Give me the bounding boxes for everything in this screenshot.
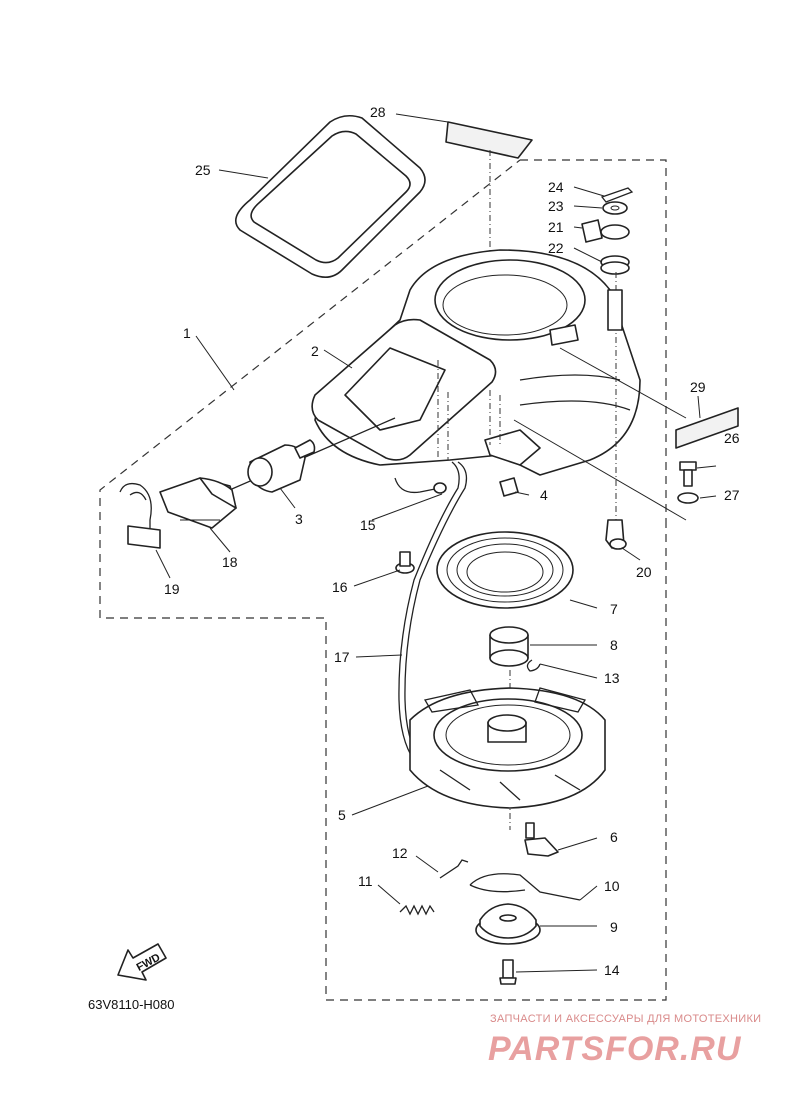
callout-14: 14 <box>604 962 620 978</box>
callout-26: 26 <box>724 430 740 446</box>
callout-7: 7 <box>610 601 618 617</box>
part-20-grommet <box>605 519 627 550</box>
part-12-spring <box>439 859 469 879</box>
callout-17: 17 <box>334 649 350 665</box>
callout-8: 8 <box>610 637 618 653</box>
callout-10: 10 <box>604 878 620 894</box>
part-8-bushing <box>489 626 529 667</box>
callout-16: 16 <box>332 579 348 595</box>
part-25-seal <box>234 114 426 278</box>
callout-3: 3 <box>295 511 303 527</box>
part-22-spring <box>600 255 630 275</box>
part-27-washer <box>677 492 699 504</box>
part-9-drive-plate <box>475 903 541 945</box>
callout-4: 4 <box>540 487 548 503</box>
part-19-clip <box>119 482 220 549</box>
callout-12: 12 <box>392 845 408 861</box>
part-29-label <box>675 407 739 449</box>
part-17-rope <box>398 461 468 761</box>
part-14-bolt <box>499 959 517 985</box>
housing-tab <box>607 289 623 331</box>
diagram-code: 63V8110-H080 <box>88 997 175 1012</box>
callout-11: 11 <box>358 873 373 889</box>
callout-2: 2 <box>311 343 319 359</box>
part-13-clip <box>526 659 541 672</box>
callout-15: 15 <box>360 517 376 533</box>
watermark-logo: PARTSFOR.RU <box>488 1030 742 1068</box>
part-7-spiral-spring <box>436 531 574 609</box>
part-10-spring-clip <box>469 873 581 901</box>
part-3-handle-grip <box>224 417 396 493</box>
part-15-cable <box>394 477 447 494</box>
watermark: ЗАПЧАСТИ И АКСЕССУАРЫ ДЛЯ МОТОТЕХНИКИ PA… <box>488 1013 761 1068</box>
leader-lines <box>155 113 717 973</box>
assembly-boundary <box>99 159 667 1001</box>
callout-22: 22 <box>548 240 564 256</box>
callout-18: 18 <box>222 554 238 570</box>
fwd-arrow-icon: FWD <box>117 943 167 981</box>
callout-5: 5 <box>338 807 346 823</box>
callout-19: 19 <box>164 581 180 597</box>
callout-21: 21 <box>548 219 564 235</box>
callout-9: 9 <box>610 919 618 935</box>
callout-6: 6 <box>610 829 618 845</box>
watermark-tagline: ЗАПЧАСТИ И АКСЕССУАРЫ ДЛЯ МОТОТЕХНИКИ <box>490 1013 761 1025</box>
callout-25: 25 <box>195 162 211 178</box>
part-26-bolt <box>679 461 697 487</box>
callout-20: 20 <box>636 564 652 580</box>
callout-27: 27 <box>724 487 740 503</box>
part-4-collar <box>499 477 519 497</box>
part-2-handle-guide <box>311 318 497 461</box>
callout-1: 1 <box>183 325 191 341</box>
part-21-bracket <box>581 219 630 243</box>
part-5-sheave-drum <box>409 687 606 809</box>
part-23-washer <box>602 201 628 215</box>
part-11-coil-spring <box>399 904 435 916</box>
callout-23: 23 <box>548 198 564 214</box>
part-24-split-pin <box>600 187 634 203</box>
callout-24: 24 <box>548 179 564 195</box>
callout-28: 28 <box>370 104 386 120</box>
part-18-handle <box>159 477 237 529</box>
part-6-pawl <box>524 822 559 857</box>
callout-numbers: 1 2 3 4 5 6 7 8 9 10 11 12 13 14 15 16 1… <box>164 104 740 978</box>
part-16-bolt <box>395 551 415 574</box>
callout-13: 13 <box>604 670 620 686</box>
callout-29: 29 <box>690 379 706 395</box>
